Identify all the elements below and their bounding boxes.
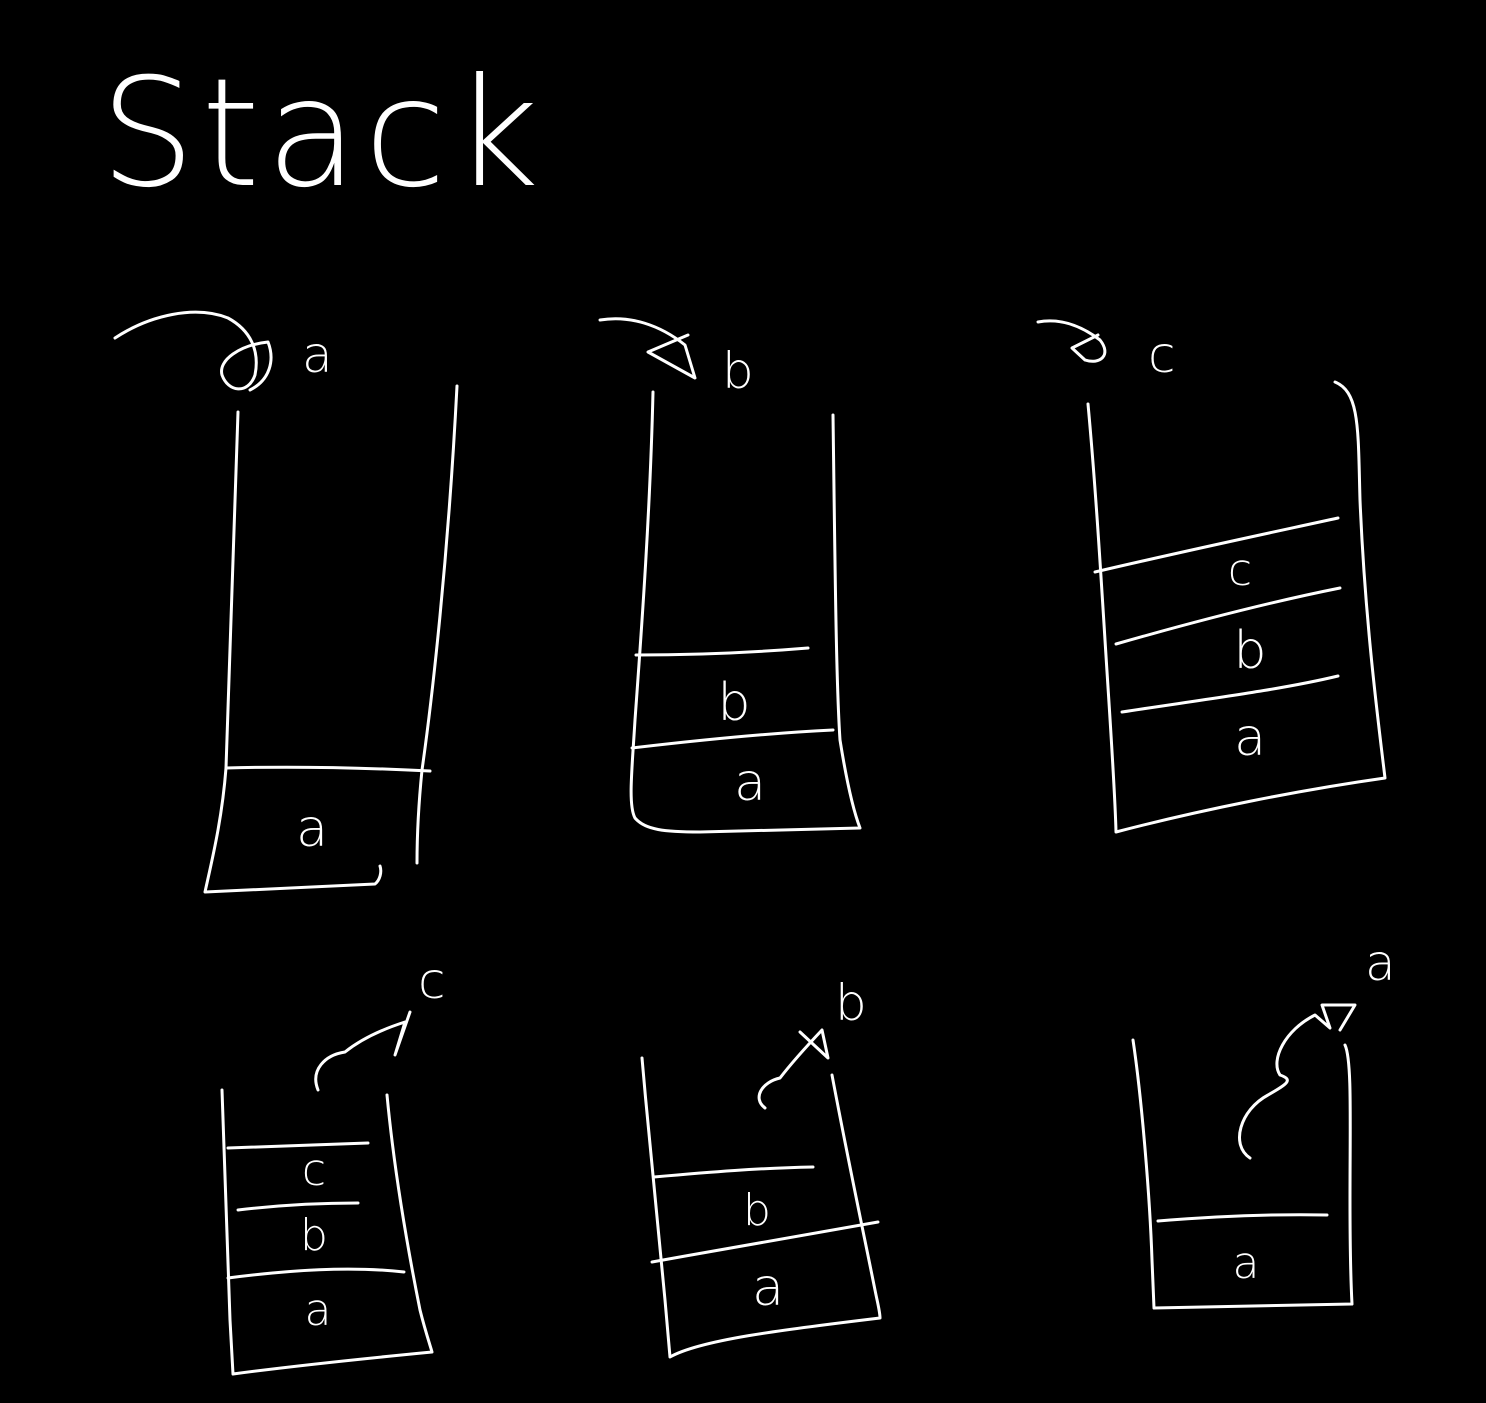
pop-step-3: a a [1131,934,1396,1310]
stack-cell: c [302,1145,326,1196]
stack-cell: b [743,1185,771,1236]
push-label: b [722,342,754,400]
pop-step-2: b b a [640,974,882,1359]
cell-divider [652,1165,815,1179]
pop-step-1: c c b a [220,952,446,1376]
cell-divider [1093,516,1340,574]
push-arrow-icon [598,317,697,380]
push-step-1: a a [113,310,459,894]
stack-cell: a [296,799,328,859]
cell-divider [1156,1213,1329,1223]
stack-cell: a [1234,708,1266,768]
stack-cell: a [1233,1238,1260,1289]
stack-container [1086,380,1387,834]
cell-divider [630,728,835,750]
stack-cell: b [1233,621,1266,681]
stack-cell: b [300,1210,328,1261]
cell-divider [226,1141,370,1150]
stack-container [640,1056,882,1359]
cell-divider [634,646,810,657]
cell-divider [1114,586,1342,646]
push-arrow-icon [1036,319,1107,363]
push-step-3: c c b a [1036,319,1387,834]
push-label: a [302,326,333,384]
page-title: Stack [100,47,545,221]
push-arrow-icon [113,310,273,392]
stack-cell: a [305,1285,332,1336]
pop-label: c [418,952,446,1010]
cell-divider [224,765,432,773]
stack-cell: a [734,753,766,813]
cell-divider [226,1267,406,1280]
cell-divider [236,1201,360,1212]
pop-arrow-icon [314,1010,412,1092]
stack-cell: a [752,1258,784,1318]
cell-divider [650,1220,880,1264]
stack-container [629,390,862,834]
pop-arrow-icon [1238,1003,1357,1160]
stack-container [220,1088,434,1376]
stack-container [203,384,459,894]
pop-label: a [1365,934,1396,992]
stack-cell: b [717,673,750,733]
push-step-2: b b a [598,317,862,834]
push-label: c [1148,326,1176,384]
stack-cell: c [1228,545,1252,596]
pop-label: b [835,974,867,1032]
pop-arrow-icon [757,1028,830,1110]
cell-divider [1120,674,1340,714]
stack-container [1131,1038,1354,1310]
